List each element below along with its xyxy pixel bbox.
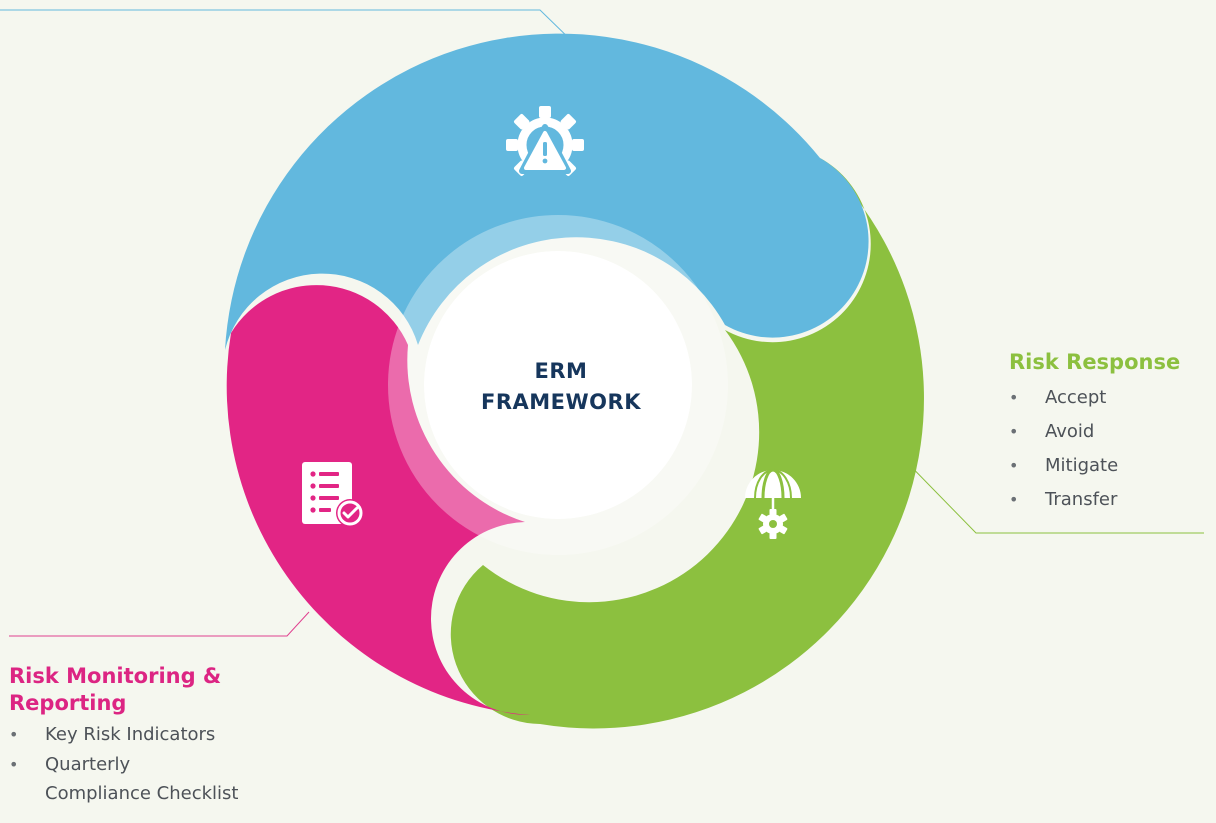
callout-risk-monitoring-list: Key Risk Indicators Quarterly Compliance… [9,719,279,808]
callout-risk-monitoring-title-line1: Risk Monitoring & [9,664,222,688]
callout-risk-response-title: Risk Response [1009,350,1181,374]
center-title-line2: FRAMEWORK [481,390,641,414]
list-item-line1: Quarterly [45,754,131,775]
callout-risk-response: Risk Response Accept Avoid Mitigate Tran… [1009,349,1214,517]
list-item: Avoid [1009,415,1214,449]
center-disk [424,251,692,519]
callout-risk-monitoring-title: Risk Monitoring & Reporting [9,663,279,717]
callout-risk-response-list: Accept Avoid Mitigate Transfer [1009,381,1214,517]
inner-ring [388,215,728,555]
list-item-line2: Compliance Checklist [45,783,239,804]
list-item: Accept [1009,381,1214,415]
gear-warning-icon [506,106,584,176]
center-title: ERM FRAMEWORK [461,356,661,418]
list-item: Mitigate [1009,449,1214,483]
segment-risk-monitoring [226,285,530,716]
center-title-line1: ERM [534,359,588,383]
checklist-icon [302,462,364,527]
list-item: Transfer [1009,483,1214,517]
callout-risk-monitoring: Risk Monitoring & Reporting Key Risk Ind… [9,663,279,808]
umbrella-gear-icon [745,468,801,539]
connector-line-monitoring [9,611,310,637]
connector-line-response [892,447,1204,534]
callout-risk-monitoring-title-line2: Reporting [9,691,127,715]
list-item: Key Risk Indicators [9,719,279,750]
segment-risk-identification [225,33,869,350]
segment-risk-response [450,158,924,729]
list-item: Quarterly Compliance Checklist [9,750,279,808]
